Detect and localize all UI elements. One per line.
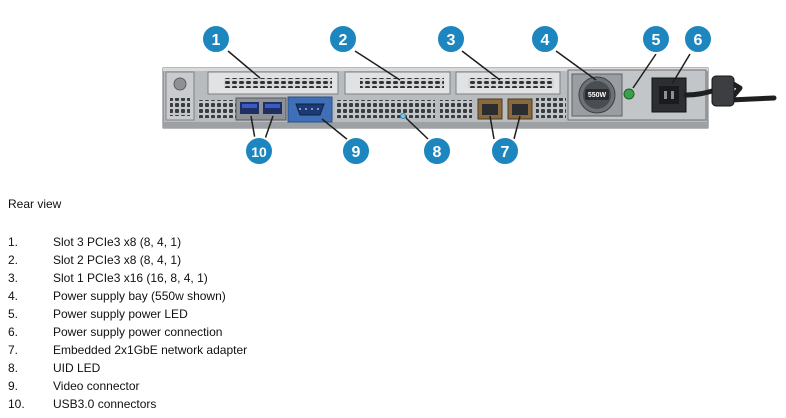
legend-number: 9.: [8, 379, 19, 393]
legend-item: 1. Slot 3 PCIe3 x8 (8, 4, 1): [8, 233, 247, 251]
legend-item: 8. UID LED: [8, 359, 247, 377]
callout-2: 2: [328, 24, 358, 54]
power-cord: [683, 79, 777, 103]
callout-8: 8: [422, 136, 452, 166]
legend-number: 1.: [8, 235, 19, 249]
svg-text:7: 7: [501, 144, 510, 161]
legend-number: 4.: [8, 289, 19, 303]
legend-text: USB3.0 connectors: [53, 397, 157, 411]
figure-caption: Rear view: [8, 197, 62, 211]
psu-wattage-label: 550W: [588, 92, 607, 99]
chassis-vent-far-right: [536, 98, 566, 118]
svg-text:10: 10: [251, 144, 267, 160]
legend-item: 10. USB3.0 connectors: [8, 395, 247, 413]
power-inlet: [651, 77, 687, 113]
legend-number: 6.: [8, 325, 19, 339]
legend-item: 7. Embedded 2x1GbE network adapter: [8, 341, 247, 359]
uid-led: [400, 113, 406, 119]
chassis-vent-middle: [335, 100, 435, 118]
callout-10: 10: [244, 136, 274, 166]
svg-text:5: 5: [652, 32, 661, 49]
svg-text:2: 2: [339, 32, 348, 49]
svg-text:4: 4: [541, 32, 550, 49]
legend-item: 5. Power supply power LED: [8, 305, 247, 323]
legend-text: Video connector: [53, 379, 140, 393]
svg-text:3: 3: [447, 32, 456, 49]
legend-text: Power supply power LED: [53, 307, 188, 321]
legend-item: 9. Video connector: [8, 377, 247, 395]
callout-4: 4: [530, 24, 560, 54]
svg-text:1: 1: [212, 32, 221, 49]
svg-text:6: 6: [694, 32, 703, 49]
chassis-vent-right: [440, 100, 472, 118]
pcie-slot-3: [207, 71, 339, 95]
server-rear-diagram: 550W 1 2 3 4: [162, 24, 777, 166]
legend-item: 3. Slot 1 PCIe3 x16 (16, 8, 4, 1): [8, 269, 247, 287]
network-ports: [477, 98, 533, 120]
svg-text:8: 8: [433, 144, 442, 161]
legend-item: 6. Power supply power connection: [8, 323, 247, 341]
callout-leaders: [227, 50, 691, 141]
power-cord-clip: [711, 75, 735, 107]
pcie-slot-1: [455, 71, 561, 95]
callout-9: 9: [341, 136, 371, 166]
legend-number: 7.: [8, 343, 19, 357]
legend-number: 10.: [8, 397, 25, 411]
legend-text: Slot 2 PCIe3 x8 (8, 4, 1): [53, 253, 182, 267]
legend-text: UID LED: [53, 361, 101, 375]
chassis-vent-left: [198, 100, 236, 118]
callout-7: 7: [490, 136, 520, 166]
callout-3: 3: [436, 24, 466, 54]
svg-text:9: 9: [352, 144, 361, 161]
legend-number: 5.: [8, 307, 19, 321]
legend-number: 8.: [8, 361, 19, 375]
callout-1: 1: [201, 24, 231, 54]
legend-text: Slot 1 PCIe3 x16 (16, 8, 4, 1): [53, 271, 208, 285]
legend-text: Embedded 2x1GbE network adapter: [53, 343, 248, 357]
legend-text: Slot 3 PCIe3 x8 (8, 4, 1): [53, 235, 182, 249]
legend-number: 2.: [8, 253, 19, 267]
legend-number: 3.: [8, 271, 19, 285]
legend-text: Power supply power connection: [53, 325, 223, 339]
chassis-left-bracket: [165, 71, 195, 121]
legend-item: 4. Power supply bay (550w shown): [8, 287, 247, 305]
usb-ports: [235, 97, 287, 121]
callout-5: 5: [641, 24, 671, 54]
psu-power-led: [623, 88, 635, 100]
legend-item: 2. Slot 2 PCIe3 x8 (8, 4, 1): [8, 251, 247, 269]
callout-6: 6: [683, 24, 713, 54]
legend-list: 1. Slot 3 PCIe3 x8 (8, 4, 1) 2. Slot 2 PCI…: [8, 233, 247, 413]
pcie-slot-2: [344, 71, 451, 95]
video-connector: [287, 96, 333, 123]
legend-text: Power supply bay (550w shown): [53, 289, 226, 303]
